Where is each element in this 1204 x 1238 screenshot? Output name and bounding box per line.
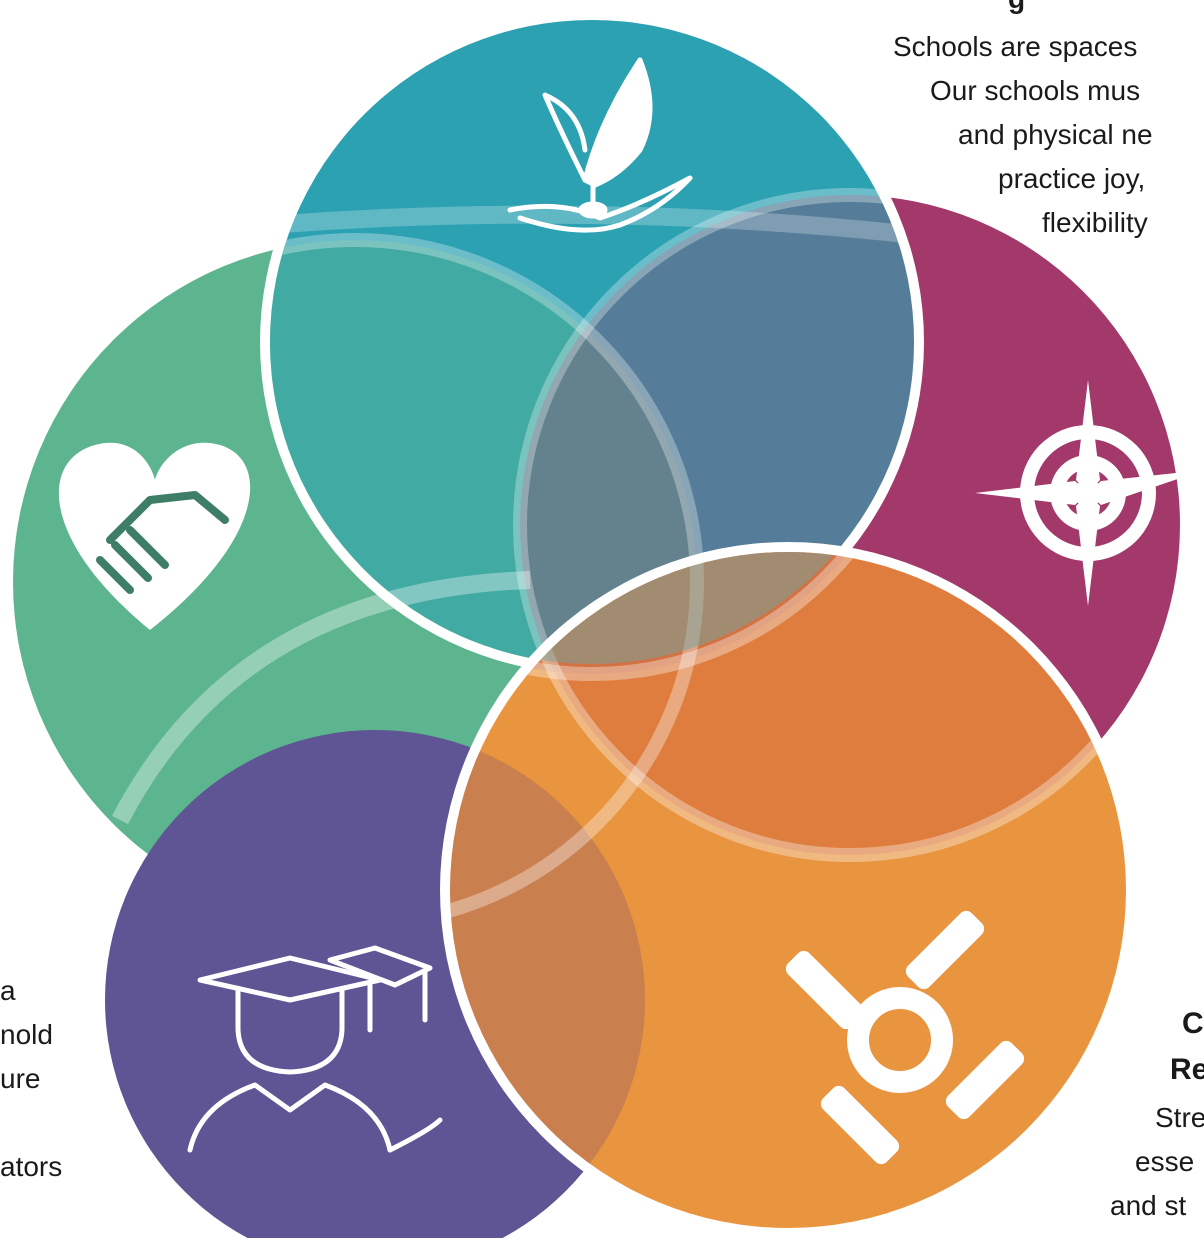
linked-hands-icon	[785, 910, 1025, 1165]
top-heading-fragment: g	[1008, 0, 1025, 20]
top-text-line-1: Schools are spaces	[893, 31, 1138, 62]
top-text-line-4: practice joy,	[998, 163, 1146, 194]
left-line-3: ure	[0, 1063, 41, 1094]
bottom-right-line-3: and st	[1110, 1190, 1187, 1221]
top-text-line-3: and physical ne	[958, 119, 1153, 150]
left-line-2: nold	[0, 1019, 53, 1050]
graduates-icon	[187, 945, 443, 1153]
bottom-right-title-1: C	[1182, 1007, 1204, 1040]
bottom-right-line-2: esse	[1135, 1146, 1195, 1177]
bottom-right-title-2: Re	[1170, 1053, 1204, 1086]
sprout-in-hand-icon	[507, 57, 693, 233]
circle-teal	[270, 20, 914, 664]
circle-orange	[450, 552, 1126, 1228]
left-line-4: ators	[0, 1151, 63, 1182]
compass-rose-icon	[975, 380, 1204, 606]
bottom-right-line-1: Stre	[1155, 1102, 1204, 1133]
top-text-line-5: flexibility	[1042, 207, 1148, 238]
heart-handshake-icon	[58, 442, 251, 630]
top-text-line-2: Our schools mus	[930, 75, 1141, 106]
left-line-1: a	[0, 975, 16, 1006]
